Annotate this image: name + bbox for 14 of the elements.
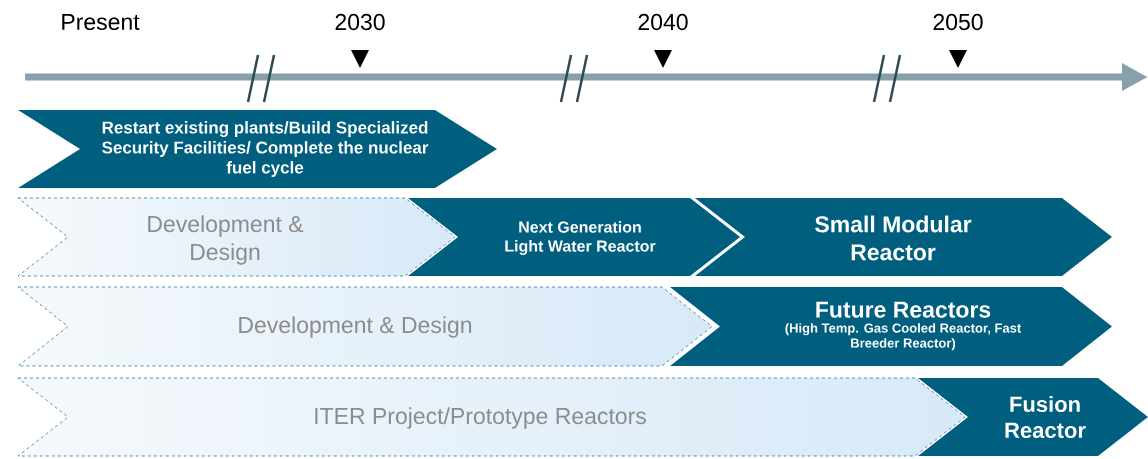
dashed-phase-band: ITER Project/Prototype Reactors — [17, 377, 966, 457]
dashed-phase-band: Development & Design — [17, 197, 456, 277]
year-label: 2050 — [933, 13, 983, 31]
year-label: 2040 — [638, 13, 688, 31]
dashed-phase-band: Development & Design — [17, 286, 713, 367]
year-label: Present — [62, 13, 140, 30]
node-label: Small Modular Reactor — [815, 215, 972, 261]
phase-band: Future Reactors (High Temp. Gas Cooled Reactor, Fast Breeder Reactor) — [670, 287, 1112, 366]
node-label: Next Generation Light Water Reactor — [505, 221, 656, 255]
phase-band: Small Modular Reactor — [695, 198, 1112, 276]
year-label: 2030 — [335, 13, 385, 31]
phase-band: Fusion Reactor — [918, 378, 1148, 456]
phase-band: Restart existing plants/Build Specialized Security Facilities/ Complete the nuclear fuel cycle — [18, 110, 497, 188]
phase-band: Next Generation Light Water Reactor — [408, 198, 740, 276]
